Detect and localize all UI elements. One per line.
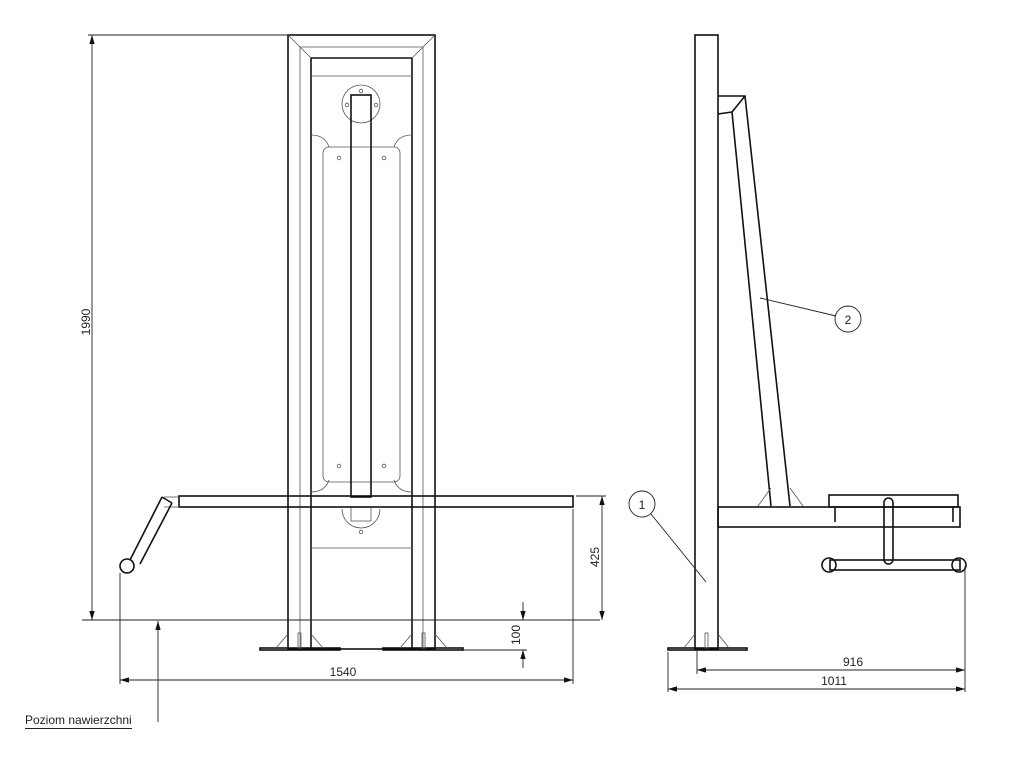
callout-2: 2 [759, 297, 862, 333]
surface-level-label: Poziom nawierzchni [25, 713, 132, 729]
dimension-label-1540: 1540 [330, 665, 357, 679]
seat-beam [717, 506, 961, 528]
front-view: 1990 425 100 1540 [79, 34, 606, 722]
vertical-lever-bar [350, 94, 372, 498]
dimension-label-1990: 1990 [79, 308, 93, 335]
dimension-1990: 1990 [79, 34, 288, 620]
backrest-panel [310, 134, 413, 493]
side-post [694, 34, 719, 650]
dimension-label-425: 425 [588, 547, 602, 567]
side-handle [821, 497, 967, 573]
bottom-pivot-plate [341, 506, 381, 535]
dimension-1540: 1540 [119, 509, 574, 684]
frame [287, 34, 436, 650]
dimension-label-916: 916 [843, 655, 863, 669]
dimension-label-100: 100 [509, 625, 523, 645]
side-view: 1 2 916 1011 [628, 34, 967, 692]
dimension-916: 916 [696, 566, 966, 692]
dimension-1011: 1011 [667, 652, 965, 692]
foot-plates [259, 632, 464, 651]
side-foot-plate [667, 632, 748, 651]
callout-label-1: 1 [639, 498, 646, 512]
callout-label-2: 2 [845, 313, 852, 327]
dimension-label-1011: 1011 [821, 674, 847, 688]
callout-1: 1 [628, 490, 707, 583]
horizontal-bar [119, 495, 574, 574]
top-pivot-plate [341, 84, 381, 124]
dimension-100: 100 [463, 602, 527, 668]
dimension-425: 425 [576, 495, 606, 620]
slanted-backrest-frame [717, 95, 804, 507]
